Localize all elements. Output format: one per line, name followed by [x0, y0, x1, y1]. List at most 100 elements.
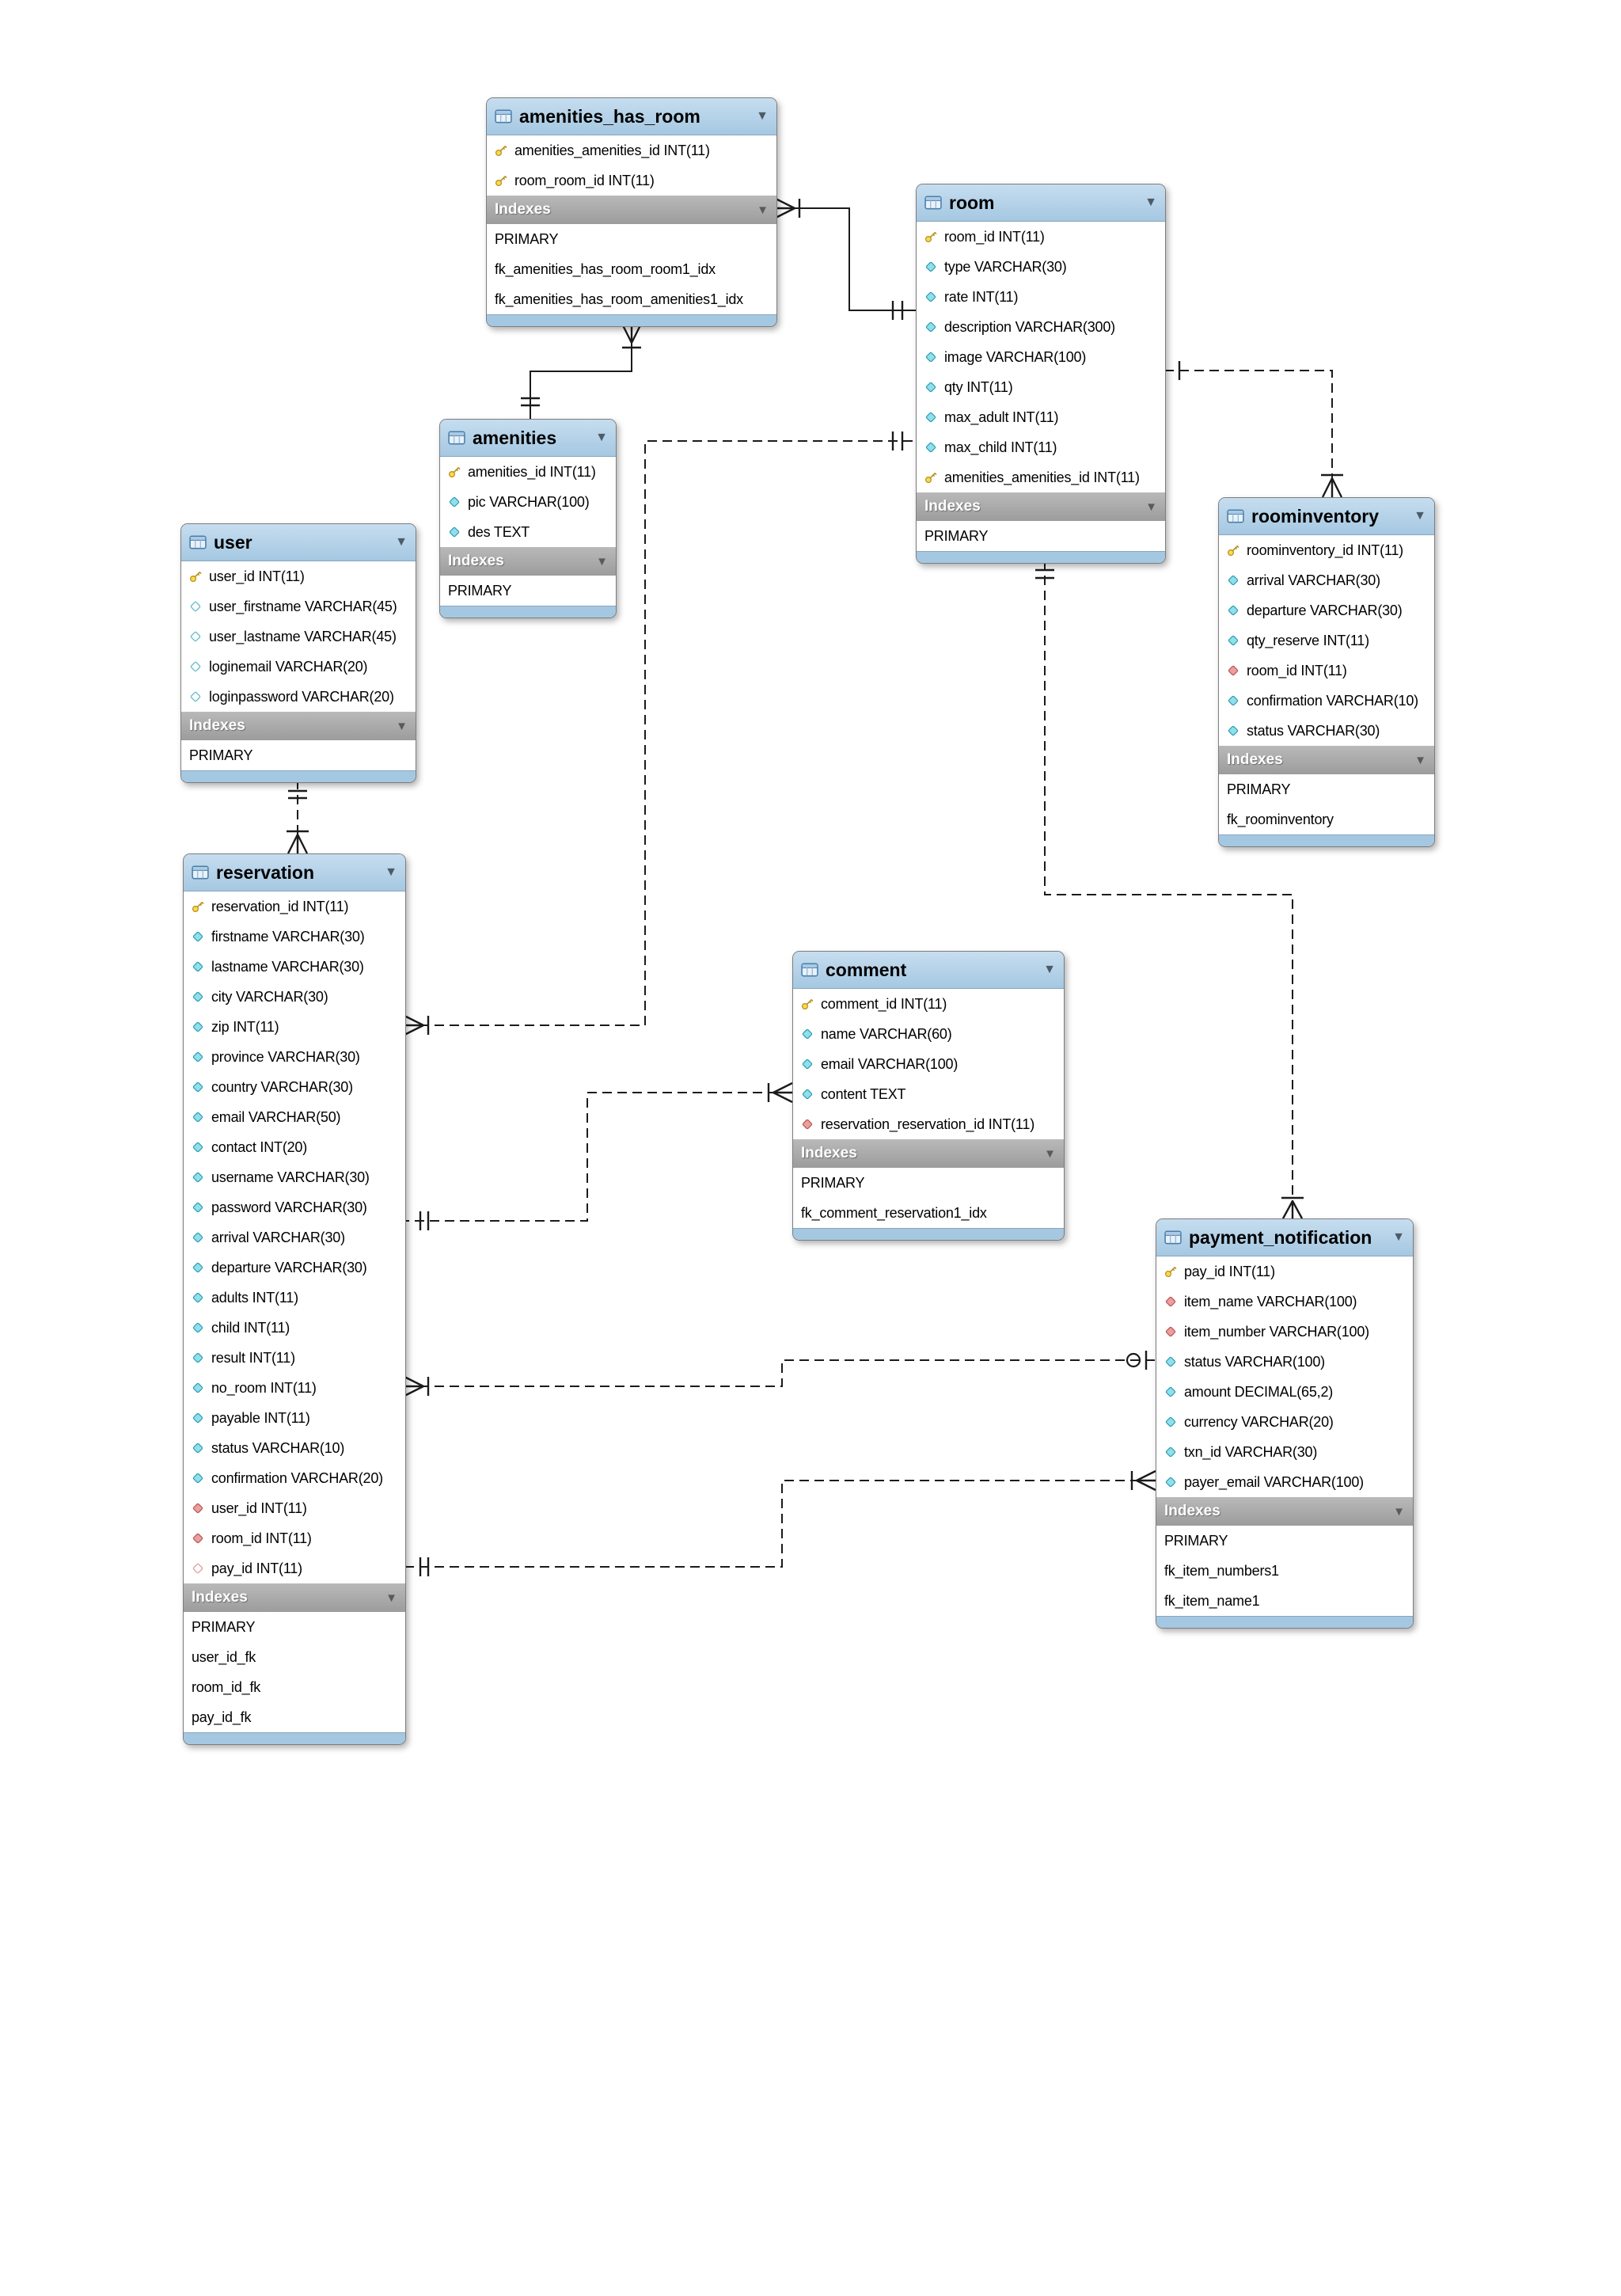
index-row[interactable]: user_id_fk: [184, 1642, 405, 1672]
field-row[interactable]: description VARCHAR(300): [917, 312, 1165, 342]
field-row[interactable]: name VARCHAR(60): [793, 1019, 1064, 1049]
table-header[interactable]: roominventory▼: [1219, 498, 1434, 535]
field-row[interactable]: amenities_amenities_id INT(11): [917, 462, 1165, 492]
field-row[interactable]: pay_id INT(11): [1156, 1256, 1413, 1287]
field-row[interactable]: email VARCHAR(50): [184, 1102, 405, 1132]
field-row[interactable]: country VARCHAR(30): [184, 1072, 405, 1102]
collapse-arrow-icon[interactable]: ▼: [395, 535, 408, 549]
field-row[interactable]: roominventory_id INT(11): [1219, 535, 1434, 565]
field-row[interactable]: payer_email VARCHAR(100): [1156, 1467, 1413, 1497]
index-row[interactable]: PRIMARY: [487, 224, 776, 254]
index-row[interactable]: PRIMARY: [184, 1612, 405, 1642]
field-row[interactable]: result INT(11): [184, 1343, 405, 1373]
field-row[interactable]: status VARCHAR(30): [1219, 716, 1434, 746]
relationship-amenities_has_room-room-0[interactable]: [775, 197, 916, 320]
table-payment_notification[interactable]: payment_notification▼pay_id INT(11)item_…: [1156, 1218, 1414, 1629]
index-row[interactable]: pay_id_fk: [184, 1702, 405, 1732]
relationship-reservation-payment_notification-8[interactable]: [404, 1469, 1156, 1576]
table-amenities_has_room[interactable]: amenities_has_room▼amenities_amenities_i…: [486, 97, 777, 327]
field-row[interactable]: pay_id INT(11): [184, 1553, 405, 1583]
field-row[interactable]: status VARCHAR(10): [184, 1433, 405, 1463]
field-row[interactable]: user_firstname VARCHAR(45): [181, 591, 416, 622]
field-row[interactable]: amenities_id INT(11): [440, 457, 616, 487]
field-row[interactable]: pic VARCHAR(100): [440, 487, 616, 517]
collapse-arrow-icon[interactable]: ▼: [1145, 196, 1157, 209]
field-row[interactable]: type VARCHAR(30): [917, 252, 1165, 282]
field-row[interactable]: arrival VARCHAR(30): [184, 1222, 405, 1253]
table-header[interactable]: reservation▼: [184, 854, 405, 891]
relationship-room-payment_notification-4[interactable]: [1035, 561, 1304, 1219]
field-row[interactable]: departure VARCHAR(30): [1219, 595, 1434, 625]
table-user[interactable]: user▼user_id INT(11)user_firstname VARCH…: [180, 523, 416, 783]
table-roominventory[interactable]: roominventory▼roominventory_id INT(11)ar…: [1218, 497, 1435, 847]
field-row[interactable]: item_number VARCHAR(100): [1156, 1317, 1413, 1347]
field-row[interactable]: loginpassword VARCHAR(20): [181, 682, 416, 712]
field-row[interactable]: reservation_reservation_id INT(11): [793, 1109, 1064, 1139]
field-row[interactable]: user_lastname VARCHAR(45): [181, 622, 416, 652]
field-row[interactable]: room_id INT(11): [1219, 656, 1434, 686]
field-row[interactable]: item_name VARCHAR(100): [1156, 1287, 1413, 1317]
field-row[interactable]: content TEXT: [793, 1079, 1064, 1109]
index-row[interactable]: PRIMARY: [181, 740, 416, 770]
index-row[interactable]: room_id_fk: [184, 1672, 405, 1702]
relationship-reservation-room-5[interactable]: [404, 431, 916, 1036]
indexes-section-header[interactable]: Indexes▼: [1156, 1497, 1413, 1526]
field-row[interactable]: departure VARCHAR(30): [184, 1253, 405, 1283]
indexes-section-header[interactable]: Indexes▼: [487, 196, 776, 224]
field-row[interactable]: adults INT(11): [184, 1283, 405, 1313]
field-row[interactable]: payable INT(11): [184, 1403, 405, 1433]
collapse-arrow-icon[interactable]: ▼: [385, 1591, 397, 1605]
index-row[interactable]: fk_comment_reservation1_idx: [793, 1198, 1064, 1228]
table-header[interactable]: payment_notification▼: [1156, 1219, 1413, 1256]
indexes-section-header[interactable]: Indexes▼: [1219, 746, 1434, 774]
index-row[interactable]: PRIMARY: [917, 521, 1165, 551]
collapse-arrow-icon[interactable]: ▼: [595, 431, 608, 444]
collapse-arrow-icon[interactable]: ▼: [1145, 500, 1157, 514]
field-row[interactable]: qty INT(11): [917, 372, 1165, 402]
table-reservation[interactable]: reservation▼reservation_id INT(11)firstn…: [183, 853, 406, 1745]
field-row[interactable]: username VARCHAR(30): [184, 1162, 405, 1192]
collapse-arrow-icon[interactable]: ▼: [1414, 509, 1426, 523]
field-row[interactable]: contact INT(20): [184, 1132, 405, 1162]
field-row[interactable]: max_adult INT(11): [917, 402, 1165, 432]
table-comment[interactable]: comment▼comment_id INT(11)name VARCHAR(6…: [792, 951, 1065, 1241]
collapse-arrow-icon[interactable]: ▼: [596, 554, 608, 568]
table-header[interactable]: comment▼: [793, 952, 1064, 989]
indexes-section-header[interactable]: Indexes▼: [184, 1583, 405, 1612]
field-row[interactable]: rate INT(11): [917, 282, 1165, 312]
field-row[interactable]: comment_id INT(11): [793, 989, 1064, 1019]
table-header[interactable]: room▼: [917, 184, 1165, 222]
indexes-section-header[interactable]: Indexes▼: [440, 547, 616, 576]
table-header[interactable]: amenities_has_room▼: [487, 98, 776, 135]
field-row[interactable]: city VARCHAR(30): [184, 982, 405, 1012]
field-row[interactable]: email VARCHAR(100): [793, 1049, 1064, 1079]
indexes-section-header[interactable]: Indexes▼: [793, 1139, 1064, 1168]
field-row[interactable]: amenities_amenities_id INT(11): [487, 135, 776, 165]
field-row[interactable]: child INT(11): [184, 1313, 405, 1343]
field-row[interactable]: lastname VARCHAR(30): [184, 952, 405, 982]
index-row[interactable]: PRIMARY: [793, 1168, 1064, 1198]
relationship-comment-reservation-6[interactable]: [404, 1081, 793, 1230]
field-row[interactable]: room_id INT(11): [184, 1523, 405, 1553]
collapse-arrow-icon[interactable]: ▼: [756, 109, 769, 123]
collapse-arrow-icon[interactable]: ▼: [1044, 1146, 1056, 1161]
field-row[interactable]: max_child INT(11): [917, 432, 1165, 462]
field-row[interactable]: arrival VARCHAR(30): [1219, 565, 1434, 595]
index-row[interactable]: fk_amenities_has_room_room1_idx: [487, 254, 776, 284]
table-header[interactable]: user▼: [181, 524, 416, 561]
index-row[interactable]: fk_roominventory: [1219, 804, 1434, 834]
field-row[interactable]: confirmation VARCHAR(10): [1219, 686, 1434, 716]
collapse-arrow-icon[interactable]: ▼: [1392, 1230, 1405, 1244]
table-room[interactable]: room▼room_id INT(11)type VARCHAR(30)rate…: [916, 184, 1166, 564]
indexes-section-header[interactable]: Indexes▼: [181, 712, 416, 740]
index-row[interactable]: PRIMARY: [1156, 1526, 1413, 1556]
field-row[interactable]: loginemail VARCHAR(20): [181, 652, 416, 682]
index-row[interactable]: fk_item_numbers1: [1156, 1556, 1413, 1586]
relationship-reservation-payment_notification-7[interactable]: [404, 1351, 1156, 1397]
field-row[interactable]: no_room INT(11): [184, 1373, 405, 1403]
field-row[interactable]: reservation_id INT(11): [184, 891, 405, 922]
field-row[interactable]: currency VARCHAR(20): [1156, 1407, 1413, 1437]
index-row[interactable]: PRIMARY: [1219, 774, 1434, 804]
field-row[interactable]: user_id INT(11): [184, 1493, 405, 1523]
collapse-arrow-icon[interactable]: ▼: [396, 719, 408, 733]
